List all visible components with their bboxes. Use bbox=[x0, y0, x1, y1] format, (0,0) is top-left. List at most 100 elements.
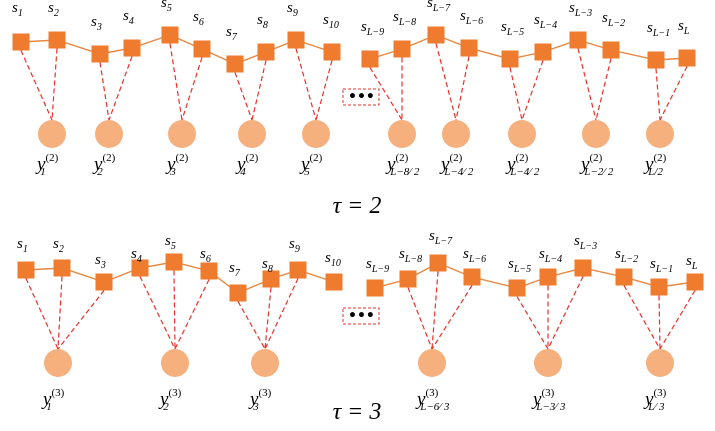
dashed-edge bbox=[455, 56, 470, 121]
output-label: y(3)L⁄ 3 bbox=[643, 387, 667, 413]
output-node bbox=[508, 120, 536, 148]
output-label: y(2)5 bbox=[299, 152, 323, 178]
output-node bbox=[418, 349, 446, 377]
state-label: sL−4 bbox=[539, 246, 562, 265]
state-label: s2 bbox=[48, 0, 59, 19]
state-label: s1 bbox=[12, 0, 23, 19]
state-node bbox=[427, 26, 445, 44]
output-node bbox=[646, 349, 674, 377]
chain-line bbox=[374, 262, 696, 289]
state-node bbox=[53, 259, 71, 277]
output-label: y(3)3 bbox=[248, 387, 272, 413]
output-node bbox=[646, 120, 674, 148]
ellipsis-box bbox=[342, 307, 380, 325]
state-node bbox=[287, 31, 305, 49]
state-node bbox=[602, 41, 620, 59]
state-node bbox=[200, 262, 218, 280]
dashed-edge bbox=[169, 43, 183, 121]
state-label: s10 bbox=[323, 12, 339, 31]
dashed-edge bbox=[315, 60, 333, 121]
state-label: sL−4 bbox=[534, 12, 557, 31]
state-node bbox=[262, 270, 280, 288]
dashed-edge bbox=[20, 50, 53, 121]
output-label: y(2)L−4⁄ 2 bbox=[439, 152, 474, 178]
dashed-edge bbox=[234, 72, 253, 121]
state-label: s2 bbox=[53, 236, 64, 255]
dashed-edge bbox=[369, 67, 403, 121]
state-label: sL−7 bbox=[429, 228, 453, 247]
state-node bbox=[686, 273, 704, 291]
dashed-edge bbox=[251, 60, 267, 121]
state-node bbox=[534, 43, 552, 61]
state-node bbox=[650, 278, 668, 296]
chain-line bbox=[25, 261, 335, 294]
output-label: y(2)L−8⁄ 2 bbox=[385, 152, 420, 178]
state-label: s4 bbox=[123, 8, 134, 27]
state-node bbox=[325, 273, 343, 291]
dashed-edge bbox=[431, 285, 473, 350]
dashed-edge bbox=[407, 287, 433, 350]
dashed-edge bbox=[25, 278, 59, 350]
state-node bbox=[12, 33, 30, 51]
state-label: sL−2 bbox=[602, 10, 625, 29]
state-node bbox=[95, 273, 113, 291]
output-node bbox=[251, 349, 279, 377]
state-label: sL−5 bbox=[501, 19, 524, 38]
state-label: s4 bbox=[131, 246, 142, 265]
state-node bbox=[361, 50, 379, 68]
dashed-edge bbox=[431, 271, 439, 350]
output-node bbox=[44, 349, 72, 377]
dashed-edge bbox=[595, 58, 612, 121]
state-node bbox=[399, 270, 417, 288]
output-node bbox=[582, 120, 610, 148]
state-label: sL−6 bbox=[460, 8, 483, 27]
state-label: s8 bbox=[262, 256, 273, 275]
state-label: s6 bbox=[200, 246, 211, 265]
state-label: sL−3 bbox=[569, 0, 592, 19]
state-label: sL−3 bbox=[574, 233, 597, 252]
state-node bbox=[393, 40, 411, 58]
output-label: y(2)L−2⁄ 2 bbox=[579, 152, 614, 178]
output-node bbox=[534, 349, 562, 377]
output-node bbox=[168, 120, 196, 148]
state-label: sL−9 bbox=[366, 256, 389, 275]
state-label: sL−2 bbox=[615, 246, 638, 265]
tau-label: τ = 2 bbox=[333, 193, 382, 219]
chain-line bbox=[20, 34, 333, 65]
state-label: s10 bbox=[325, 250, 341, 269]
dashed-edge bbox=[509, 67, 523, 121]
state-node bbox=[257, 43, 275, 61]
state-label: s6 bbox=[193, 9, 204, 28]
chain-line bbox=[369, 34, 688, 61]
dashed-edge bbox=[173, 270, 176, 350]
state-node bbox=[131, 259, 149, 277]
output-node bbox=[95, 120, 123, 148]
state-label: s7 bbox=[226, 24, 238, 43]
output-node bbox=[302, 120, 330, 148]
state-node bbox=[574, 259, 592, 277]
state-node bbox=[615, 268, 633, 286]
state-label: s8 bbox=[257, 12, 268, 31]
state-node bbox=[429, 254, 447, 272]
dashed-edge bbox=[435, 43, 457, 121]
dashed-edge bbox=[623, 285, 661, 350]
state-node bbox=[17, 261, 35, 279]
state-label: sL−7 bbox=[427, 0, 451, 14]
state-label: sL−8 bbox=[399, 246, 422, 265]
state-node bbox=[165, 253, 183, 271]
state-label: sL−8 bbox=[393, 9, 416, 28]
state-node bbox=[460, 39, 478, 57]
output-node bbox=[238, 120, 266, 148]
state-label: sL−1 bbox=[650, 256, 673, 275]
dashed-edge bbox=[295, 48, 317, 121]
state-label: s1 bbox=[17, 236, 28, 255]
state-node bbox=[323, 43, 341, 61]
dashed-edge bbox=[174, 279, 210, 350]
dashed-edge bbox=[237, 301, 266, 350]
dashed-edge bbox=[577, 48, 597, 121]
dashed-edge bbox=[547, 276, 584, 350]
output-label: y(3)2 bbox=[158, 387, 182, 413]
output-node bbox=[38, 120, 66, 148]
output-label: y(2)4 bbox=[235, 152, 259, 178]
